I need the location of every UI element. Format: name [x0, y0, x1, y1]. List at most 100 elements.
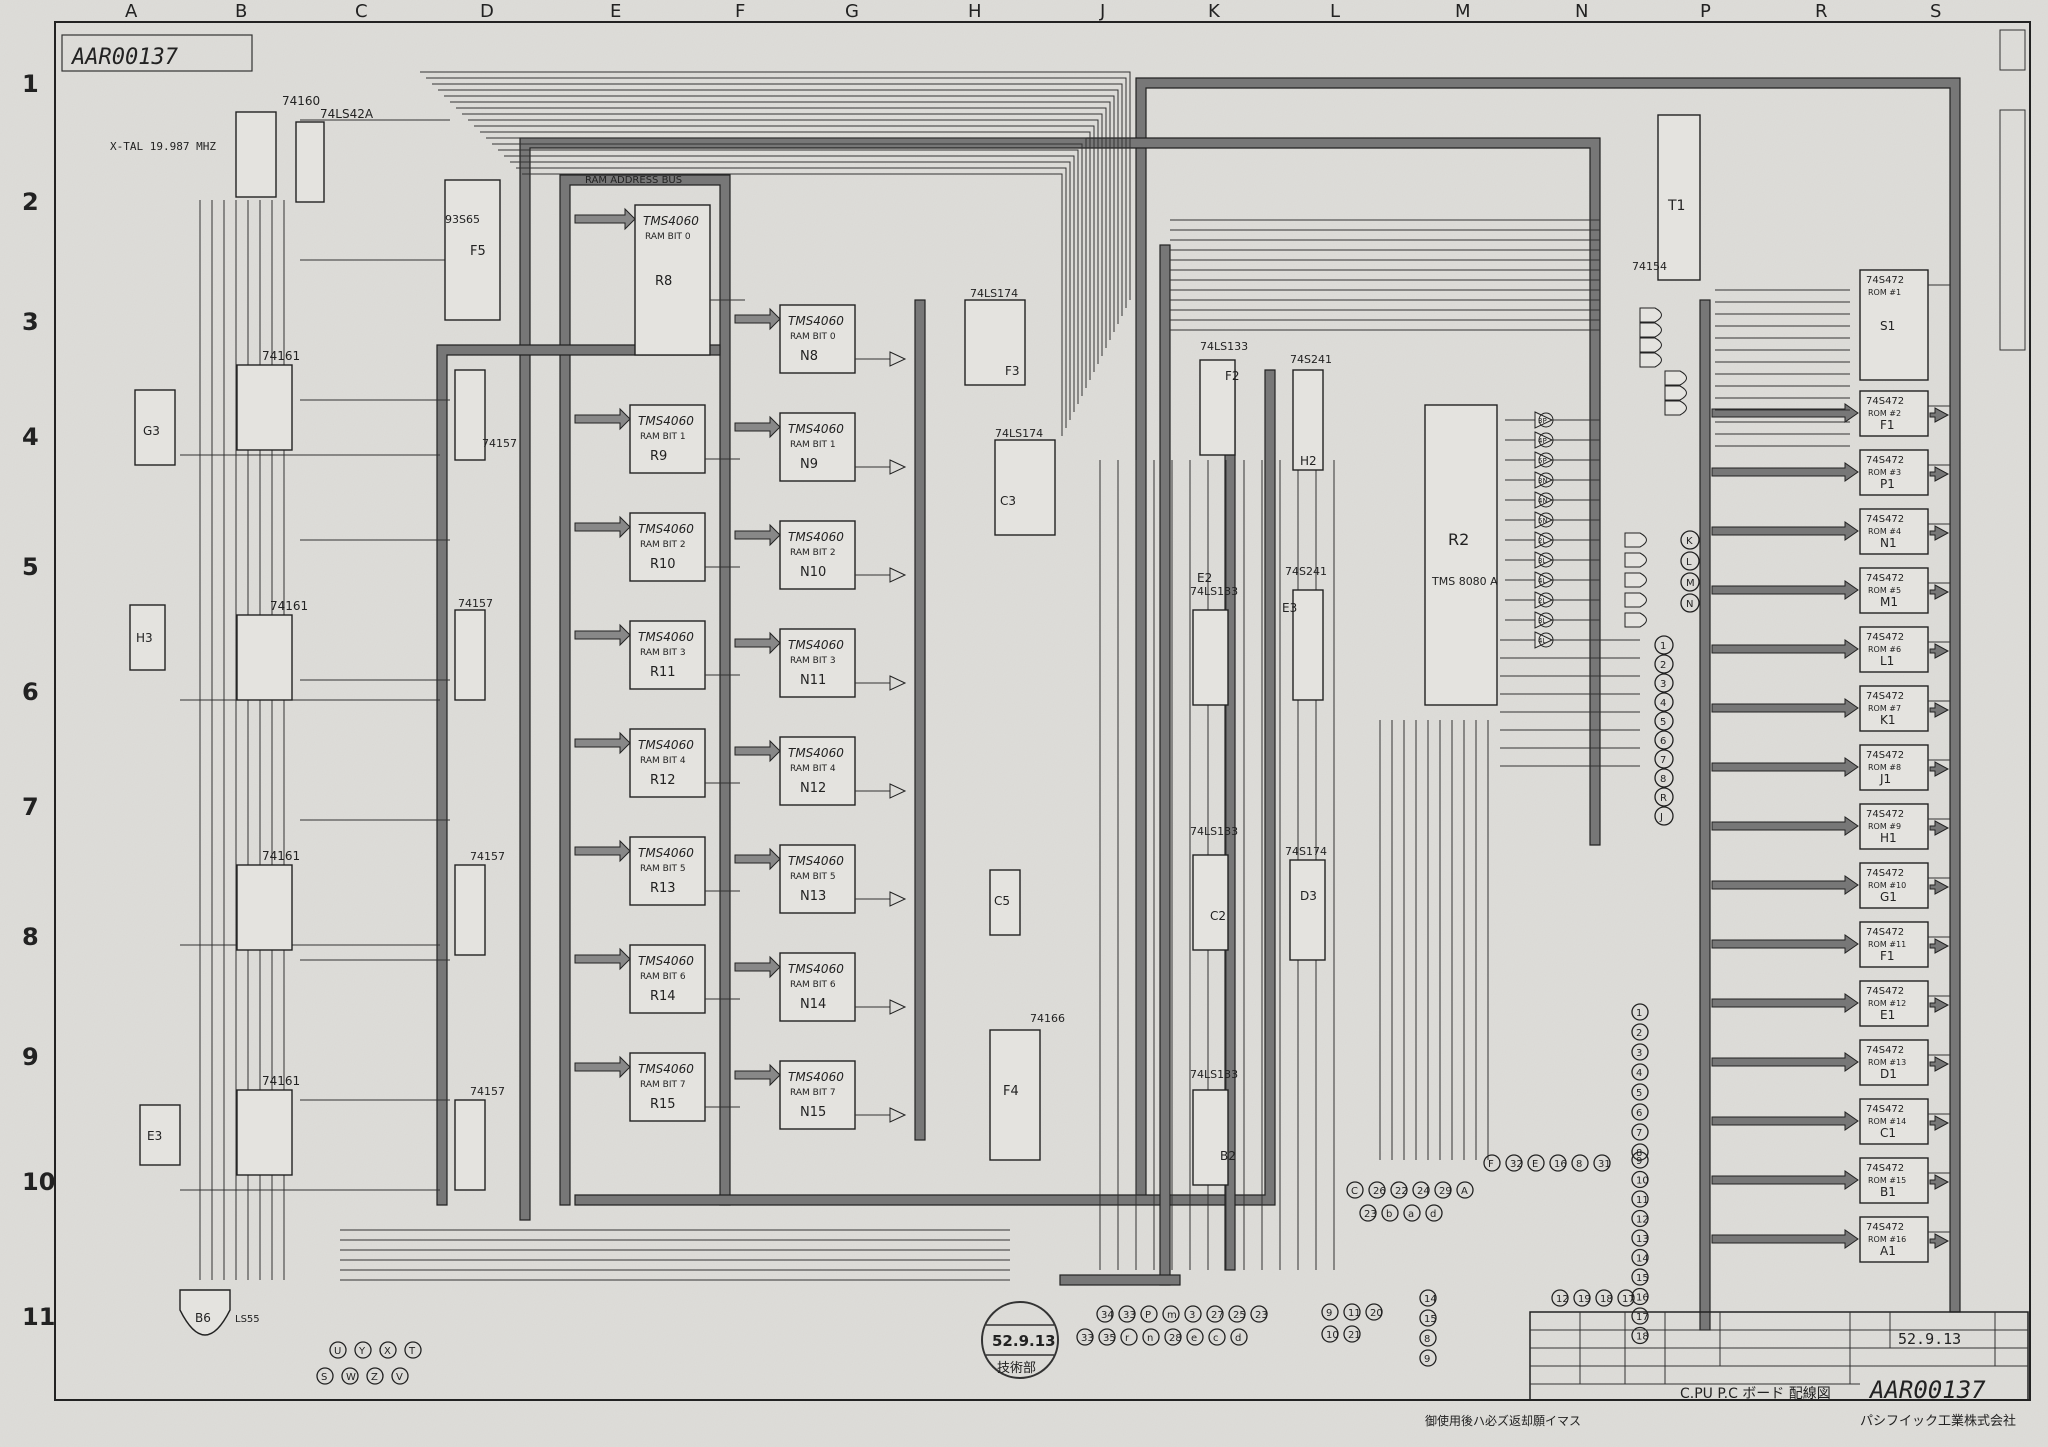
chip-part: 74LS133	[1190, 585, 1238, 598]
rom-ref: P1	[1880, 477, 1895, 491]
chip-ref: G3	[143, 424, 160, 438]
terminal-label: L	[1686, 557, 1692, 568]
terminal: 32	[1505, 1154, 1523, 1172]
ram-part: TMS4060	[638, 630, 694, 644]
terminal-label: W	[346, 1372, 356, 1383]
row-label: 6	[22, 678, 39, 706]
chip-d3: 74S174 D3	[1285, 845, 1327, 961]
terminal-label: X	[384, 1346, 391, 1357]
chip-ref: D3	[1300, 889, 1317, 903]
row-label: 3	[22, 308, 39, 336]
terminal-label: 3	[1660, 679, 1666, 690]
rom-ref: E1	[1880, 1008, 1895, 1022]
rom-ref: L1	[1880, 654, 1894, 668]
bus-lines	[436, 77, 1961, 1331]
chip-ref: C3	[1000, 494, 1016, 508]
rom-ref: M1	[1880, 595, 1898, 609]
stamp-date: 52.9.13	[992, 1332, 1056, 1350]
terminal: 5	[1654, 711, 1674, 731]
terminal: 18	[1595, 1289, 1613, 1307]
ram-address-bus-label: RAM ADDRESS BUS	[585, 175, 682, 186]
chip-74157-c: 74157	[454, 850, 505, 956]
chip-f4: 74166 F4	[989, 1012, 1065, 1161]
ram-ref: N10	[800, 565, 826, 580]
rom-part: 74S472	[1866, 514, 1904, 525]
chip-ref: F5	[470, 244, 486, 259]
terminal: m	[1162, 1305, 1180, 1323]
terminal: 8	[1631, 1143, 1649, 1161]
buffer-label: 5N	[1538, 517, 1548, 525]
terminal-label: 8	[1424, 1334, 1430, 1345]
chip-part: 74LS174	[970, 287, 1018, 300]
chip-93s65: 93S65 F5	[444, 179, 501, 321]
buffer-4: 4N	[1505, 491, 1600, 509]
ram-part: TMS4060	[638, 954, 694, 968]
terminal-label: d	[1235, 1333, 1241, 1344]
approval-stamp: 52.9.13 技術部	[981, 1301, 1059, 1379]
rom-name: ROM #14	[1868, 1117, 1906, 1126]
terminal: S	[316, 1367, 334, 1385]
chip-part: 74S241	[1285, 565, 1327, 578]
ram-bit: RAM BIT 4	[790, 764, 836, 774]
terminal: N	[1680, 593, 1700, 613]
terminal: U	[329, 1341, 347, 1359]
chip-label: 93S65	[445, 213, 480, 226]
rom-ref: S1	[1880, 319, 1895, 333]
column-label: F	[735, 1, 745, 22]
column-label: G	[845, 1, 859, 22]
buffer-5: 5N	[1505, 511, 1600, 529]
chip-label: 74157	[470, 850, 505, 863]
terminal-label: T	[408, 1346, 416, 1357]
buffer-label: 3L	[1538, 557, 1546, 565]
rom-name: ROM #1	[1868, 288, 1901, 297]
terminal: 11	[1343, 1303, 1361, 1321]
terminal-label: 12	[1636, 1215, 1649, 1226]
terminal: b	[1381, 1204, 1399, 1222]
row-label: 9	[22, 1043, 39, 1071]
column-label: M	[1455, 1, 1471, 22]
ram-part: TMS4060	[788, 962, 844, 976]
terminal-label: 8	[1660, 774, 1666, 785]
rom-name: ROM #11	[1868, 940, 1906, 949]
terminal: 5	[1631, 1083, 1649, 1101]
terminal-label: 11	[1636, 1195, 1649, 1206]
rom-ref: F1	[1880, 418, 1895, 432]
chip-label: 74157	[458, 597, 493, 610]
terminal: c	[1208, 1328, 1226, 1346]
rom-ref: J1	[1879, 772, 1891, 786]
terminal: e	[1186, 1328, 1204, 1346]
terminal: 9	[1631, 1151, 1649, 1169]
column-label: E	[610, 1, 621, 22]
terminal: X	[379, 1341, 397, 1359]
chip-h2: 74S241 H2	[1290, 353, 1332, 471]
chip-part: 74166	[1030, 1012, 1065, 1025]
terminal: V	[391, 1367, 409, 1385]
column-label: S	[1930, 1, 1941, 22]
rom-part: 74S472	[1866, 868, 1904, 879]
terminal: 1	[1631, 1003, 1649, 1021]
mid-logic-group: 74LS174 F3 74LS174 C3 C5 74166 F4	[964, 287, 1065, 1161]
terminal-label: 1	[1636, 1008, 1642, 1019]
rom-part: 74S472	[1866, 986, 1904, 997]
terminal-label: P	[1145, 1310, 1151, 1321]
buffer-label: 3L	[1538, 617, 1546, 625]
terminal: 6	[1631, 1103, 1649, 1121]
chip-c3: 74LS174 C3	[994, 427, 1056, 536]
buffer-label: 3N	[1538, 477, 1548, 485]
ram-bit: RAM BIT 2	[790, 548, 836, 558]
terminal: E	[1527, 1154, 1545, 1172]
terminal: 2	[1631, 1023, 1649, 1041]
buffer-7: 3L	[1505, 551, 1600, 569]
terminal-label: 33	[1123, 1310, 1136, 1321]
terminal-label: K	[1686, 536, 1693, 547]
rom-ref: K1	[1880, 713, 1896, 727]
column-label: A	[125, 1, 138, 22]
chip-ref: C5	[994, 894, 1010, 908]
